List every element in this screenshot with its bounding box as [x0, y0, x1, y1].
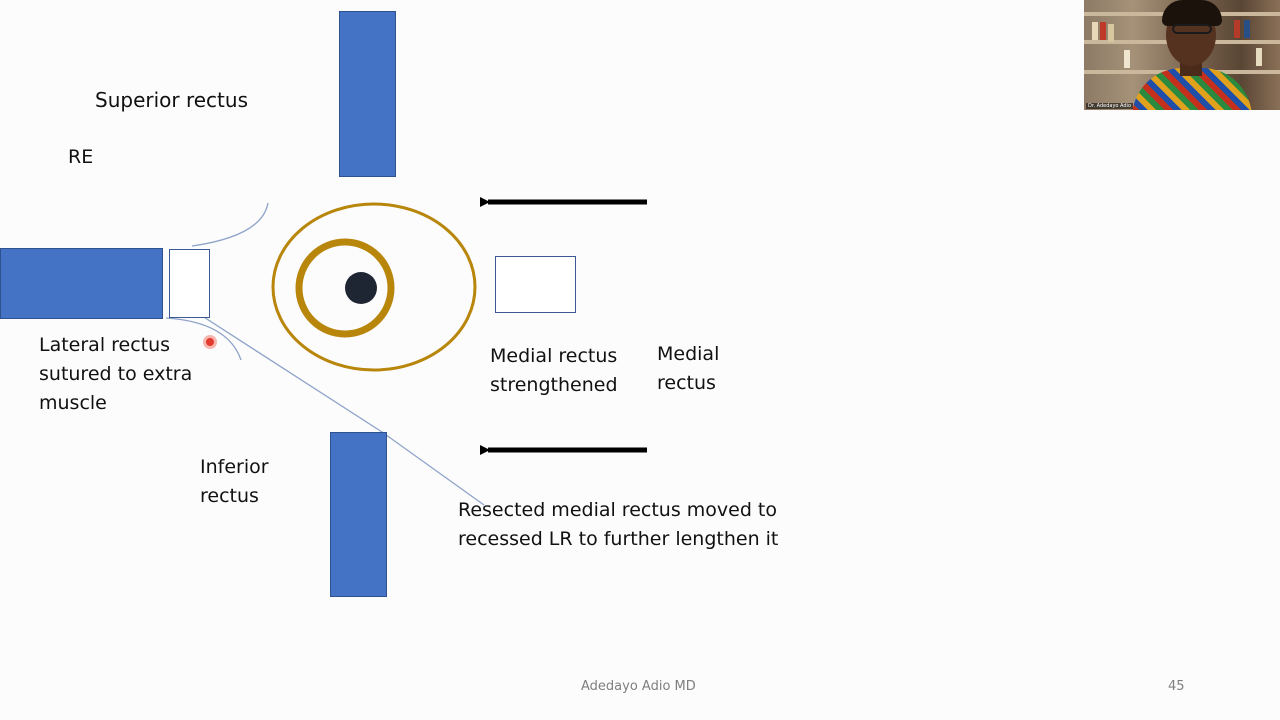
upper-curve-line: [191, 202, 269, 247]
presenter-webcam-video[interactable]: Dr. Adedayo Adio: [1084, 0, 1280, 110]
presenter-hair: [1162, 0, 1222, 26]
laser-pointer-dot: [206, 338, 214, 346]
eye-outer-ring: [271, 202, 477, 372]
presenter-footer: Adedayo Adio MD: [581, 679, 696, 694]
iris-ring: [295, 238, 395, 338]
superior-rectus-label: Superior rectus: [95, 88, 248, 112]
superior-rectus-muscle: [339, 11, 396, 177]
extra-muscle-segment: [169, 249, 210, 318]
lateral-rectus-muscle: [0, 248, 163, 319]
inferior-rectus-label: Inferior rectus: [200, 456, 269, 507]
eye-side-label: RE: [68, 146, 94, 168]
medial-rectus-strengthened-label: Medial rectus strengthened: [490, 345, 618, 396]
laser-pointer-glow: [203, 335, 217, 349]
medial-rectus-label: Medial rectus: [657, 343, 720, 394]
pupil: [345, 272, 377, 304]
lateral-rectus-label: Lateral rectus sutured to extra muscle: [39, 334, 193, 414]
inferior-rectus-muscle: [330, 432, 387, 597]
slide-number: 45: [1168, 679, 1185, 694]
resected-note-label: Resected medial rectus moved to recessed…: [458, 499, 779, 550]
webcam-name-tag: Dr. Adedayo Adio: [1086, 103, 1134, 109]
glasses-icon: [1172, 24, 1212, 34]
medial-rectus-muscle: [495, 256, 576, 313]
